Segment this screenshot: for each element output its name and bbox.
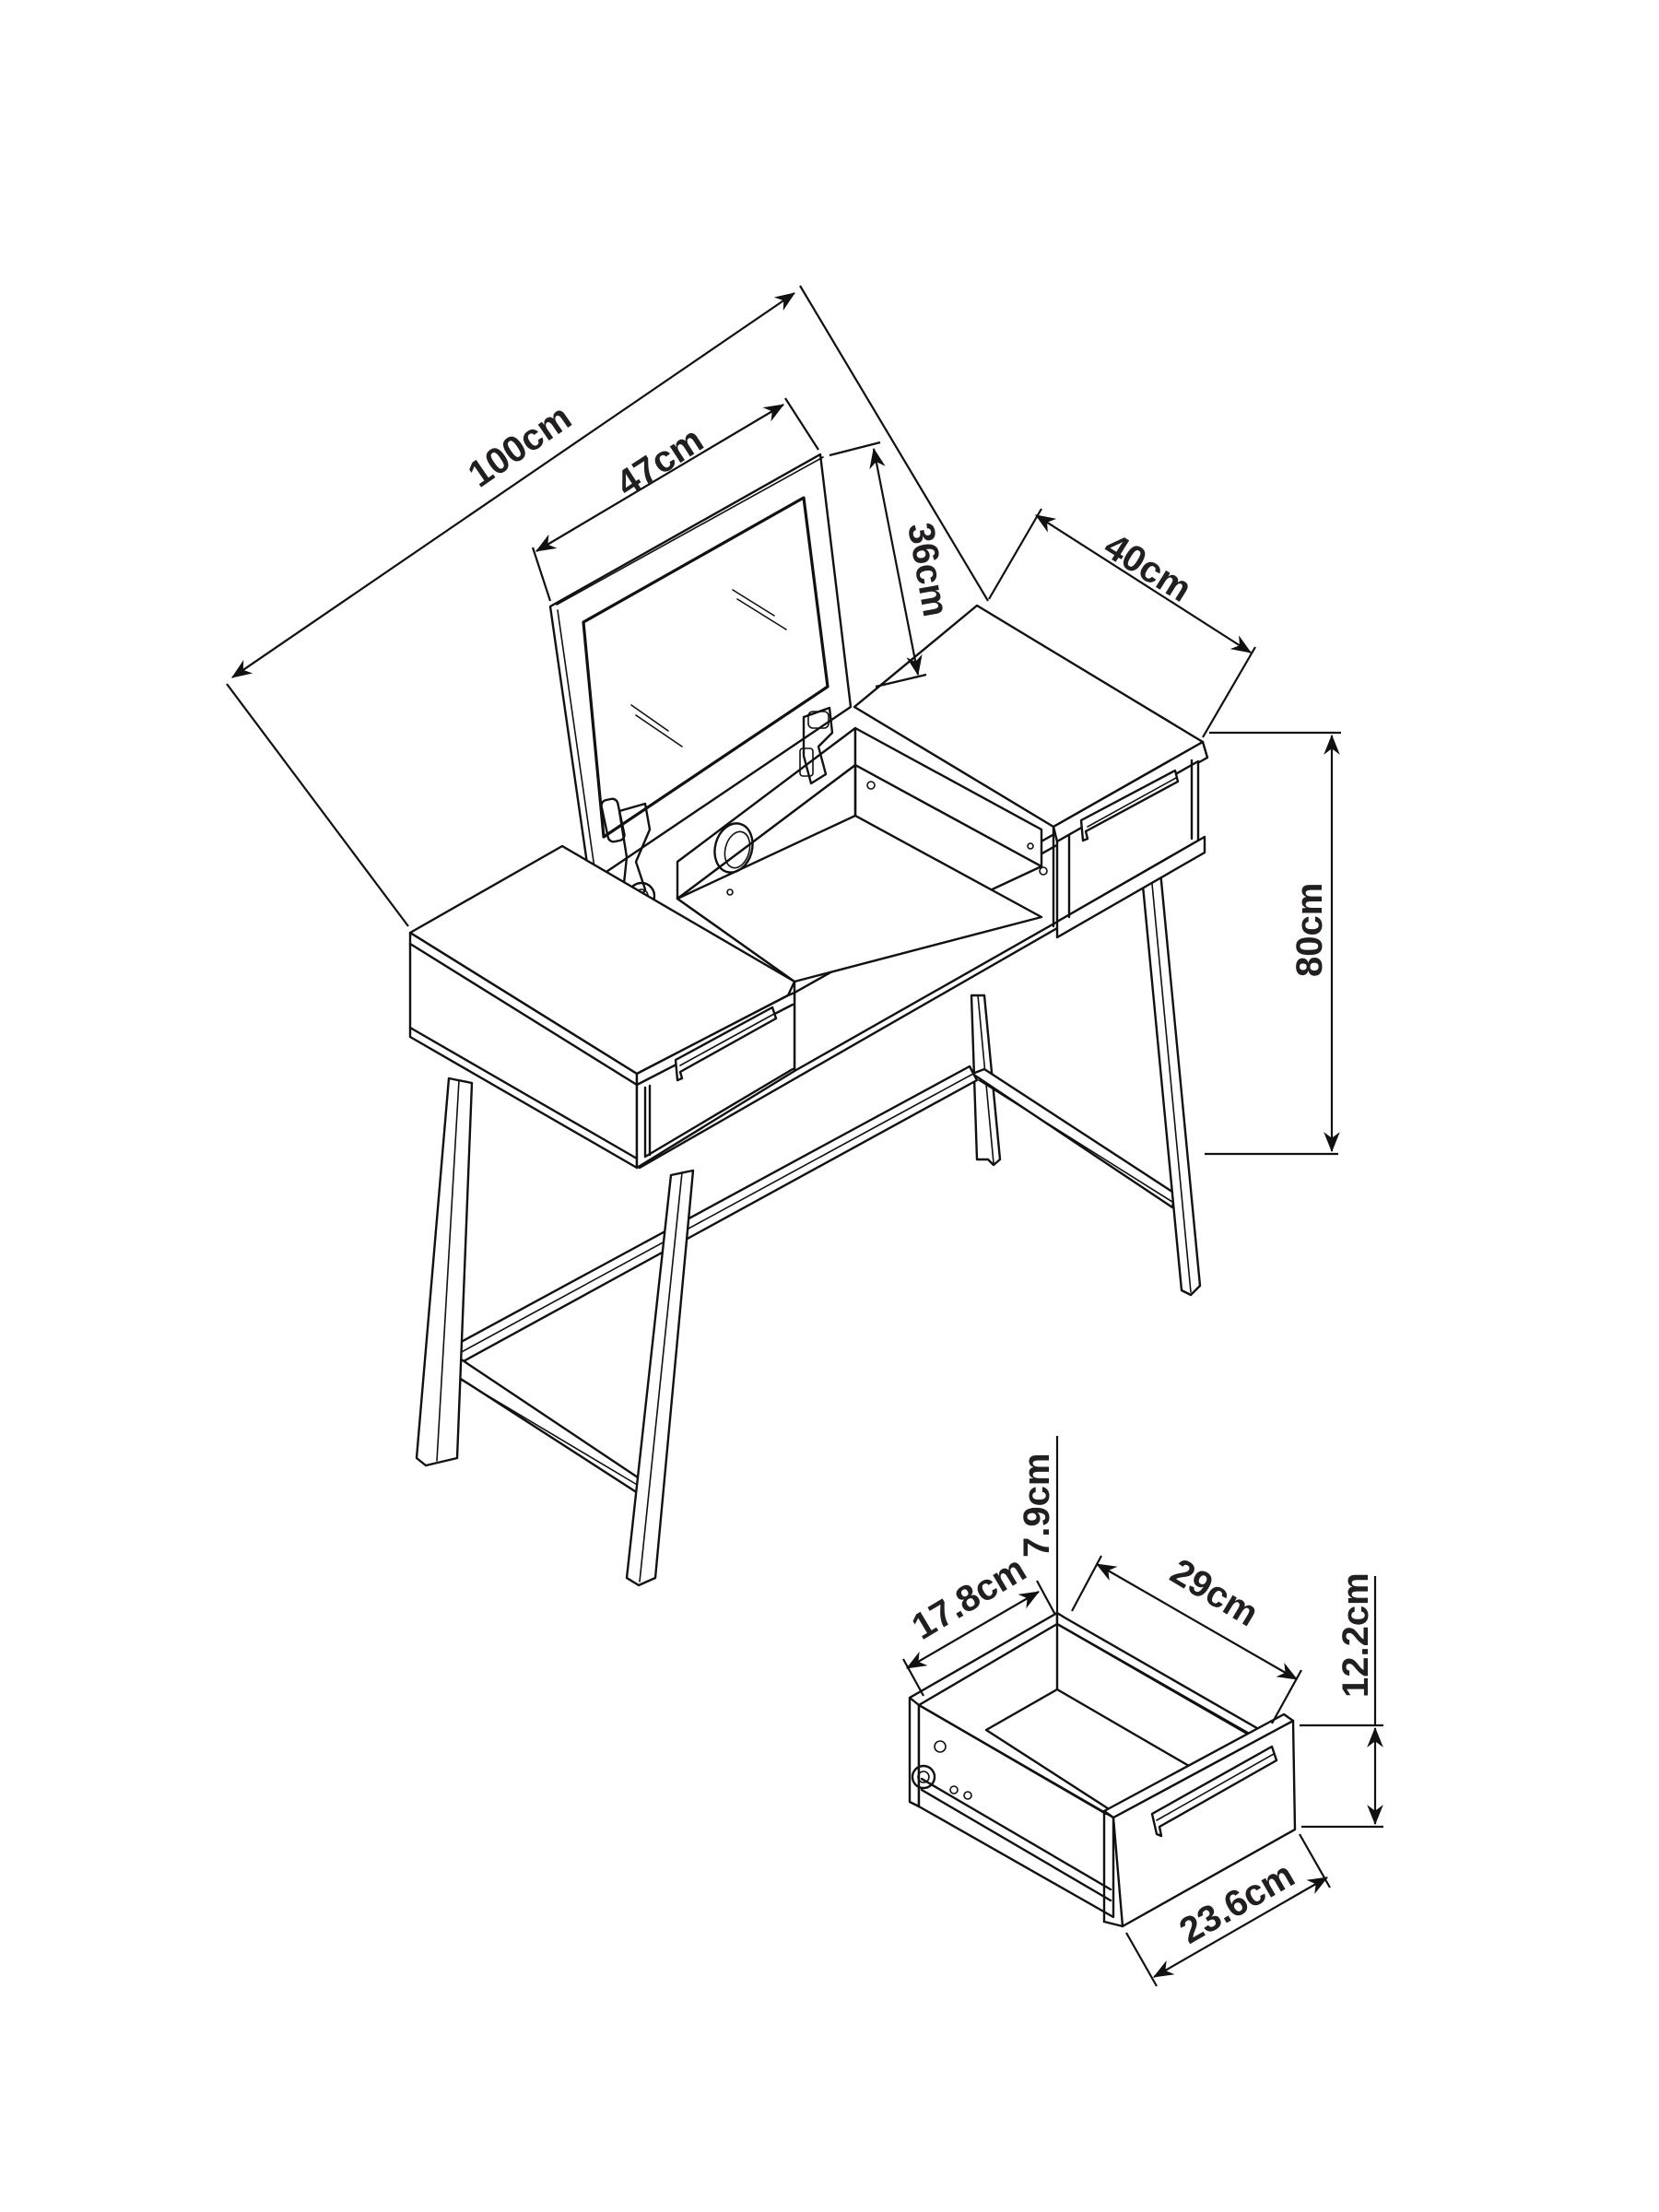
drawer-detail bbox=[908, 1611, 1297, 1928]
left-drawer-handle bbox=[674, 1006, 778, 1082]
back-legs bbox=[970, 994, 1177, 1209]
label-drawer-inner-height: 7.9cm bbox=[1017, 1453, 1057, 1558]
left-leg bbox=[415, 1077, 474, 1467]
right-drawer-handle bbox=[1079, 769, 1180, 842]
label-mirror-width: 47cm bbox=[609, 419, 711, 505]
dim-drawer-inner-width: 17.8cm bbox=[902, 1548, 1056, 1697]
vanity-table bbox=[408, 453, 1209, 1587]
drawer-handle bbox=[1150, 1745, 1278, 1838]
label-drawer-front-height: 12.2cm bbox=[1335, 1572, 1376, 1698]
open-compartment bbox=[676, 726, 1043, 983]
label-height: 80cm bbox=[1289, 883, 1330, 977]
label-drawer-inner-depth: 29cm bbox=[1163, 1551, 1265, 1634]
dim-drawer-inner-height: 7.9cm bbox=[1017, 1436, 1059, 1613]
right-drawer-unit bbox=[853, 604, 1209, 939]
dim-drawer-front-height: 12.2cm bbox=[1300, 1572, 1383, 1829]
hinge-right bbox=[799, 706, 834, 785]
dim-height: 80cm bbox=[1205, 731, 1341, 1156]
left-front-leg bbox=[625, 1169, 695, 1587]
left-side-stretcher bbox=[433, 1351, 642, 1495]
label-depth: 40cm bbox=[1097, 525, 1198, 610]
left-drawer-unit bbox=[408, 844, 796, 1170]
right-front-leg bbox=[1139, 860, 1202, 1297]
